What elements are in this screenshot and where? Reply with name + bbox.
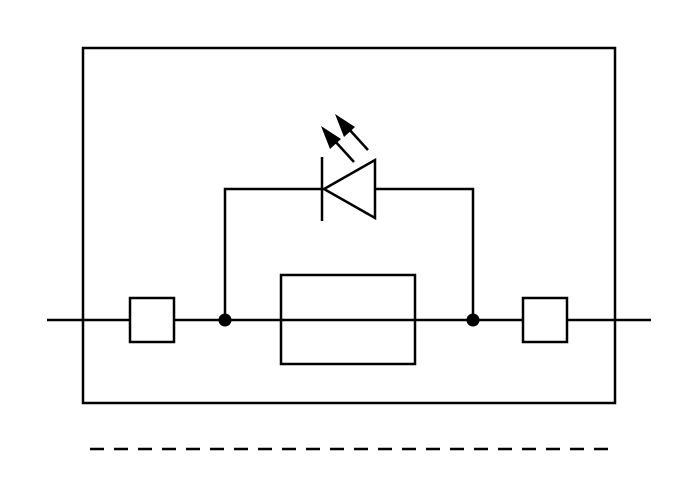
led-diode-triangle — [321, 157, 377, 221]
right-terminal — [521, 296, 569, 344]
led-branch-right-wire — [375, 187, 475, 320]
led-indicator — [320, 114, 377, 221]
fuse — [279, 273, 417, 366]
housing-outline — [81, 46, 617, 405]
led-branch-left-wire — [223, 187, 322, 320]
light-emission-arrows-icon — [321, 114, 369, 163]
left-terminal — [128, 296, 176, 344]
